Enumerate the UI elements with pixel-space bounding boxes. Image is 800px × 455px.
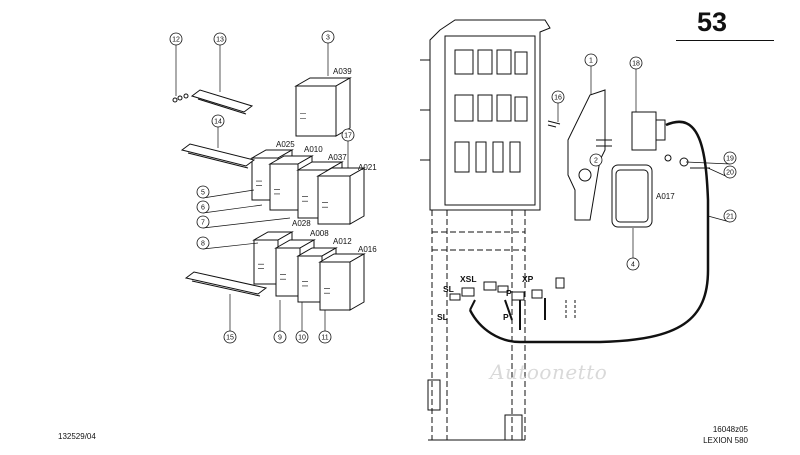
module-box bbox=[318, 253, 366, 311]
callout-number: 21 bbox=[726, 214, 734, 221]
module-label: A037 bbox=[328, 153, 347, 162]
callout-number: 6 bbox=[201, 205, 205, 212]
callout-number: 11 bbox=[321, 335, 328, 342]
rack-frame bbox=[420, 19, 551, 441]
callout-number: 15 bbox=[226, 335, 234, 342]
figure-info: 16048z05 LEXION 580 bbox=[703, 424, 748, 446]
callout-number: 3 bbox=[326, 35, 330, 42]
page-number: 53 bbox=[696, 7, 728, 37]
module-box bbox=[316, 167, 366, 225]
module-label: A010 bbox=[304, 145, 323, 154]
connector-label: XSL bbox=[460, 274, 477, 284]
connector-label: P bbox=[503, 312, 509, 322]
callout-number: 14 bbox=[214, 119, 222, 126]
callout-marker: 2 bbox=[589, 153, 603, 167]
mounting-rails bbox=[180, 89, 268, 297]
connector-label: P bbox=[506, 288, 512, 298]
watermark: Autoonetto bbox=[490, 360, 608, 384]
callout-marker: 20 bbox=[723, 165, 737, 179]
module-box bbox=[294, 77, 352, 137]
mounting-rail bbox=[184, 271, 268, 297]
callout-marker: 1 bbox=[584, 53, 598, 67]
leader-line bbox=[202, 189, 255, 199]
callout-number: 16 bbox=[554, 95, 562, 102]
connector-label: XP bbox=[522, 274, 534, 284]
connector-label: SL bbox=[443, 284, 454, 294]
drawing-code: 132529/04 bbox=[58, 432, 96, 441]
callout-marker: 19 bbox=[723, 151, 737, 165]
callout-marker: 6 bbox=[196, 200, 210, 214]
callout-number: 9 bbox=[278, 335, 282, 342]
callout-marker: 14 bbox=[211, 114, 225, 128]
connector-plugs bbox=[449, 277, 576, 318]
callout-number: 4 bbox=[631, 262, 635, 269]
callout-marker: 21 bbox=[723, 209, 737, 223]
callout-number: 13 bbox=[216, 37, 224, 44]
leader-line bbox=[202, 204, 263, 214]
leader-line bbox=[202, 242, 259, 250]
leader-line bbox=[202, 217, 291, 229]
module-label: A012 bbox=[333, 237, 352, 246]
mounting-rail bbox=[190, 89, 254, 115]
callout-marker: 13 bbox=[213, 32, 227, 46]
module-label: A008 bbox=[310, 229, 329, 238]
callout-marker: 3 bbox=[321, 30, 335, 44]
bracket-1 bbox=[567, 89, 612, 221]
connector-label: SL bbox=[437, 312, 448, 322]
module-label: A039 bbox=[333, 67, 352, 76]
connector-labels: XSL XP SL SL P P bbox=[437, 274, 534, 322]
callout-marker: 17 bbox=[341, 128, 355, 142]
callout-marker: 18 bbox=[629, 56, 643, 70]
callout-number: 1 bbox=[589, 58, 593, 65]
machine-model: LEXION 580 bbox=[703, 436, 748, 445]
module-label: A016 bbox=[358, 245, 377, 254]
mounting-rail bbox=[180, 143, 256, 169]
module-label: A017 bbox=[656, 192, 675, 201]
figure-code: 16048z05 bbox=[712, 425, 748, 434]
callout-number: 2 bbox=[594, 158, 598, 165]
callout-marker: 10 bbox=[295, 330, 309, 344]
callout-number: 8 bbox=[201, 241, 205, 248]
callout-number: 10 bbox=[298, 335, 306, 342]
callout-number: 12 bbox=[172, 37, 180, 44]
callout-number: 19 bbox=[726, 156, 734, 163]
control-modules bbox=[250, 77, 366, 311]
callout-number: 7 bbox=[201, 220, 205, 227]
callout-marker: 12 bbox=[169, 32, 183, 46]
callout-marker: 4 bbox=[626, 257, 640, 271]
callout-marker: 9 bbox=[273, 330, 287, 344]
module-label: A021 bbox=[358, 163, 377, 172]
module-a017-housing bbox=[611, 111, 666, 228]
callout-marker: 5 bbox=[196, 185, 210, 199]
module-label: A028 bbox=[292, 219, 311, 228]
callout-number: 18 bbox=[632, 61, 640, 68]
callout-marker: 16 bbox=[551, 90, 565, 104]
callout-marker: 8 bbox=[196, 236, 210, 250]
callout-number: 5 bbox=[201, 190, 205, 197]
leader-line bbox=[685, 161, 731, 165]
callout-number: 17 bbox=[344, 133, 352, 140]
callout-marker: 11 bbox=[318, 330, 332, 344]
wire-harness-21 bbox=[468, 120, 710, 344]
callout-marker: 7 bbox=[196, 215, 210, 229]
page-number-rule bbox=[676, 40, 774, 41]
module-label: A025 bbox=[276, 140, 295, 149]
callout-number: 20 bbox=[726, 170, 734, 177]
callout-marker: 15 bbox=[223, 330, 237, 344]
